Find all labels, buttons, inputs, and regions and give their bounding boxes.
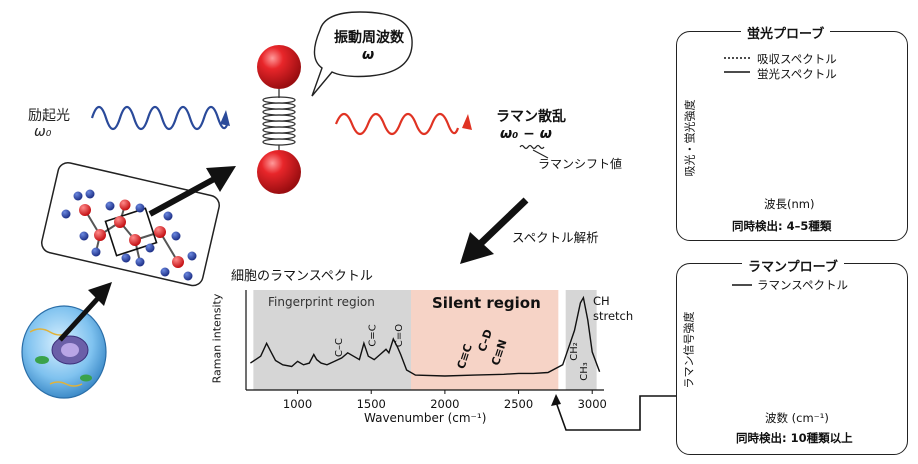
cell-illustration: [21, 305, 107, 399]
raman-shift-label: ラマンシフト値: [538, 157, 623, 171]
excitation-arrowhead: [220, 110, 230, 126]
raman-probe-title: ラマンプローブ: [742, 256, 844, 275]
fluor-xlabel: 波長(nm): [764, 197, 815, 211]
excitation-symbol: ω₀: [34, 124, 52, 140]
fluor-legend-lines: [724, 57, 750, 73]
spectrum-series: [250, 295, 601, 377]
fluor-legend-flu: 蛍光スペクトル: [757, 67, 837, 81]
fluor-detect: 同時検出: 4–5種類: [732, 219, 832, 233]
x-tick-label: 2500: [504, 397, 533, 411]
bond-label-c-dbl-c: C=C: [367, 324, 379, 347]
silent-label: Silent region: [432, 294, 541, 312]
spectrum-xlabel: Wavenumber (cm⁻¹): [364, 411, 487, 425]
fluor-legend-abs: 吸収スペクトル: [757, 52, 837, 66]
raman-legend-line: [732, 284, 752, 286]
spectrum-axes: [245, 290, 604, 391]
raman-detect: 同時検出: 10種類以上: [736, 431, 853, 445]
fingerprint-label: Fingerprint region: [268, 295, 375, 309]
zoom-arrows: [58, 166, 529, 342]
connector-arrow: [555, 395, 676, 431]
raman-arrowhead: [462, 114, 472, 130]
x-tick-label: 1500: [357, 397, 386, 411]
bond-label-ch3: CH₃: [578, 362, 590, 381]
excitation-label: 励起光: [28, 108, 70, 124]
atom-bottom: [257, 150, 301, 194]
fluor-ylabel: 吸光・蛍光強度: [683, 99, 697, 177]
raman-probe-panel: [676, 263, 908, 455]
omega-underline: [519, 144, 545, 150]
spectrum-line: [250, 295, 601, 377]
fingerprint-region: [253, 290, 412, 390]
raman-scatter-label: ラマン散乱: [496, 109, 566, 125]
x-tick-label: 1000: [283, 397, 312, 411]
shift-pointer: [532, 149, 549, 159]
x-tick-label: 2000: [430, 397, 459, 411]
analysis-label: スペクトル解析: [512, 230, 599, 245]
frequency-bubble: [311, 11, 413, 97]
fluor-probe-title: 蛍光プローブ: [741, 23, 831, 42]
spring: [262, 89, 296, 150]
excitation-wave: [90, 105, 230, 131]
raman-wave: [334, 112, 460, 136]
atom-top: [257, 45, 301, 89]
spectrum-title: 細胞のラマンスペクトル: [231, 269, 373, 284]
bond-label-c-dbl-o: C=O: [394, 323, 406, 348]
x-tick-label: 3000: [578, 397, 607, 411]
bubble-title: 振動周波数: [334, 30, 404, 46]
ch-stretch-label: CH stretch: [593, 294, 634, 323]
spectrum-ylabel: Raman intensity: [210, 293, 224, 384]
raman-xlabel: 波数 (cm⁻¹): [765, 411, 829, 425]
raman-formula: ω₀ − ω: [500, 126, 552, 142]
raman-ylabel: ラマン信号強度: [682, 311, 696, 389]
spectrum-x-ticks: 1000 1500 2000 2500 3000: [283, 390, 607, 411]
bond-label-cc: C–C: [333, 338, 345, 357]
bubble-symbol: ω: [362, 47, 375, 63]
molecule-box: [40, 161, 220, 287]
bond-label-ch2: CH₂: [568, 342, 580, 361]
raman-legend: ラマンスペクトル: [757, 278, 848, 292]
